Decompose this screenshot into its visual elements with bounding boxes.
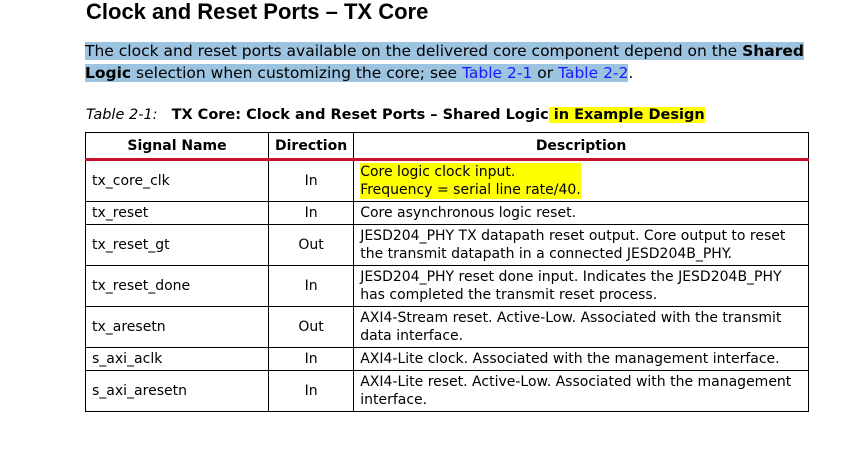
description-cell: JESD204_PHY reset done input. Indicates … bbox=[353, 265, 809, 307]
description-cell: AXI4-Lite clock. Associated with the man… bbox=[353, 347, 809, 371]
table-row: s_axi_aresetn In AXI4-Lite reset. Active… bbox=[85, 370, 809, 412]
table-row: s_axi_aclk In AXI4-Lite clock. Associate… bbox=[85, 347, 809, 371]
signal-cell: tx_reset_gt bbox=[85, 224, 269, 266]
signal-cell: tx_core_clk bbox=[85, 159, 269, 202]
paragraph-text-2: selection when customizing the core; see bbox=[131, 64, 463, 82]
description-highlight: Core logic clock input. Frequency = seri… bbox=[360, 163, 581, 199]
header-direction: Direction bbox=[267, 132, 355, 161]
direction-cell: In bbox=[267, 265, 355, 307]
table-row: tx_aresetn Out AXI4-Stream reset. Active… bbox=[85, 306, 809, 348]
direction-cell: In bbox=[267, 159, 355, 202]
table-row: tx_reset_gt Out JESD204_PHY TX datapath … bbox=[85, 224, 809, 266]
table-title-part1: TX Core: Clock and Reset Ports – Shared … bbox=[171, 107, 549, 123]
ports-table: Signal Name Direction Description tx_cor… bbox=[85, 132, 809, 412]
description-cell: Core asynchronous logic reset. bbox=[353, 201, 809, 225]
description-cell: AXI4-Stream reset. Active-Low. Associate… bbox=[353, 306, 809, 348]
direction-cell: In bbox=[267, 201, 355, 225]
selected-text[interactable]: The clock and reset ports available on t… bbox=[85, 42, 805, 82]
table-title-highlight: in Example Design bbox=[548, 107, 705, 123]
direction-cell: In bbox=[267, 370, 355, 412]
table-row: tx_reset In Core asynchronous logic rese… bbox=[85, 201, 809, 225]
signal-cell: tx_aresetn bbox=[85, 306, 269, 348]
signal-cell: tx_reset_done bbox=[85, 265, 269, 307]
link-table-2-2[interactable]: Table 2-2 bbox=[558, 64, 629, 82]
direction-cell: Out bbox=[267, 224, 355, 266]
intro-paragraph: The clock and reset ports available on t… bbox=[85, 40, 825, 84]
paragraph-text-4: . bbox=[628, 64, 634, 82]
link-table-2-1[interactable]: Table 2-1 bbox=[462, 64, 533, 82]
table-title: TX Core: Clock and Reset Ports – Shared … bbox=[172, 107, 705, 123]
description-cell: Core logic clock input. Frequency = seri… bbox=[353, 159, 809, 202]
paragraph-text-1: The clock and reset ports available on t… bbox=[85, 42, 743, 60]
table-row: tx_core_clk In Core logic clock input. F… bbox=[85, 159, 809, 202]
paragraph-bold-shared-logic: Shared Logic bbox=[85, 42, 805, 82]
description-cell: JESD204_PHY TX datapath reset output. Co… bbox=[353, 224, 809, 266]
signal-cell: s_axi_aresetn bbox=[85, 370, 269, 412]
signal-cell: s_axi_aclk bbox=[85, 347, 269, 371]
table-number: Table 2-1: bbox=[86, 107, 158, 123]
header-signal-name: Signal Name bbox=[85, 132, 269, 161]
table-caption: Table 2-1: TX Core: Clock and Reset Ports… bbox=[86, 105, 705, 125]
header-description: Description bbox=[353, 132, 809, 161]
direction-cell: In bbox=[267, 347, 355, 371]
table-row: tx_reset_done In JESD204_PHY reset done … bbox=[85, 265, 809, 307]
signal-cell: tx_reset bbox=[85, 201, 269, 225]
paragraph-text-3: or bbox=[532, 64, 559, 82]
direction-cell: Out bbox=[267, 306, 355, 348]
table-header-row: Signal Name Direction Description bbox=[85, 132, 809, 161]
section-heading: Clock and Reset Ports – TX Core bbox=[86, 0, 429, 24]
description-cell: AXI4-Lite reset. Active-Low. Associated … bbox=[353, 370, 809, 412]
